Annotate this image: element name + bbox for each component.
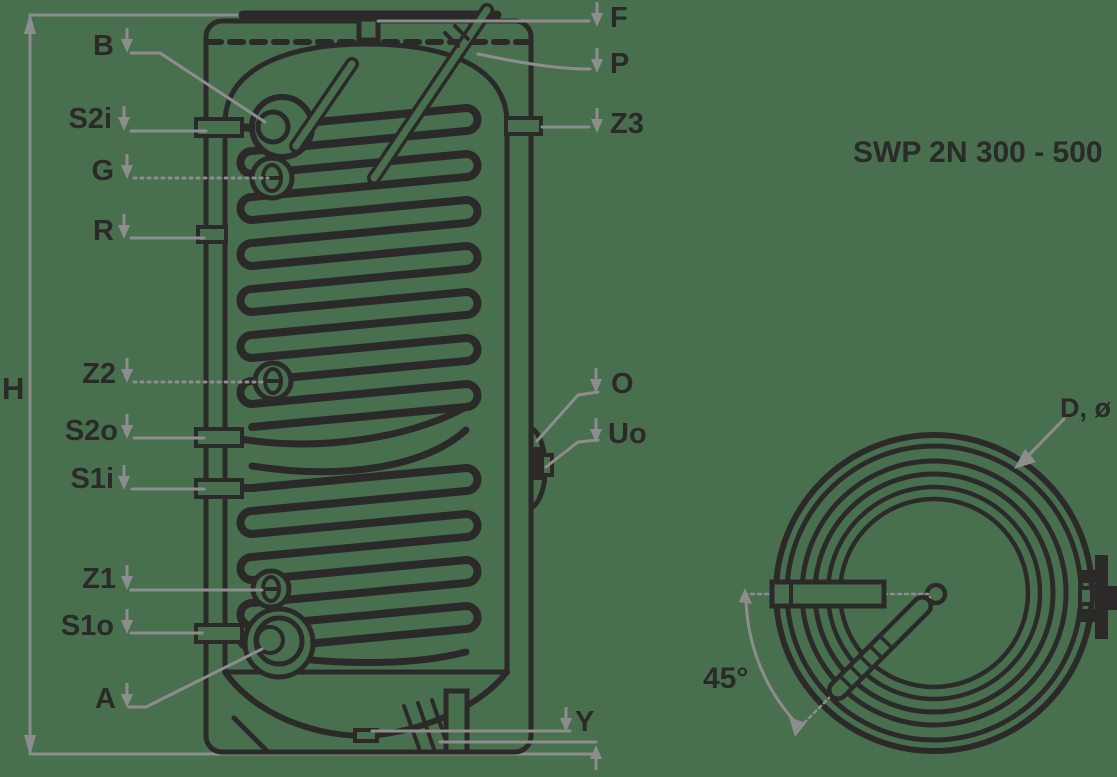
down-arrow-icon [119, 152, 135, 181]
down-arrow-icon [119, 563, 135, 592]
down-arrow-icon [119, 607, 135, 636]
port-label-z3: Z3 [610, 108, 644, 140]
right-fitting-top-view [1078, 555, 1117, 639]
down-arrow-icon [116, 463, 132, 492]
flange-b [249, 57, 359, 160]
diameter-dimension: D, ø [1014, 393, 1112, 469]
port-label-f: F [610, 2, 628, 34]
down-arrow-icon [588, 366, 604, 395]
down-arrow-icon [116, 212, 132, 241]
down-arrow-icon [589, 0, 605, 29]
front-view: B S2i G R Z2 S2o S1i Z1 S1o A F P Z3 O U… [2, 0, 647, 772]
inner-tank [222, 41, 510, 739]
top-port-f [356, 16, 381, 43]
port-labels-right: F P Z3 O Uo Y [575, 2, 647, 738]
port-label-b: B [93, 30, 114, 62]
port-labels-left: B S2i G R Z2 S2o S1i Z1 S1o A [61, 30, 118, 715]
down-arrow-icon [558, 705, 574, 734]
port-label-s1i: S1i [70, 463, 114, 495]
sensor-well-g [249, 155, 295, 201]
dim-label-h: H [2, 371, 24, 406]
down-arrow-icon [119, 26, 135, 55]
port-label-o: O [611, 368, 634, 400]
leader-lines [127, 19, 600, 744]
angle-label: 45° [703, 662, 748, 695]
sensor-pipe-p [367, 3, 494, 185]
down-arrow-icon [119, 356, 135, 385]
port-label-uo: Uo [608, 418, 647, 450]
inspection-flange [528, 423, 554, 513]
port-label-s1o: S1o [61, 610, 114, 642]
down-arrow-icon [119, 681, 135, 710]
stub-r [196, 225, 228, 244]
port-label-p: P [610, 48, 629, 80]
down-arrow-icon [589, 46, 605, 75]
page-title: SWP 2N 300 - 500 [853, 136, 1103, 169]
port-label-s2o: S2o [65, 415, 118, 447]
port-label-z2: Z2 [82, 358, 116, 390]
port-label-y: Y [575, 706, 594, 738]
stub-s2i [194, 117, 244, 138]
dim-arrow-up [24, 13, 36, 34]
port-label-a: A [95, 683, 116, 715]
leg-bracket [443, 688, 470, 755]
port-label-s2i: S2i [68, 103, 112, 135]
flange-a [242, 606, 316, 680]
diameter-label: D, ø [1060, 393, 1112, 423]
port-label-r: R [93, 215, 114, 247]
stub-z3 [504, 116, 543, 136]
down-arrow-icon [116, 104, 132, 133]
port-label-g: G [91, 155, 114, 187]
dim-arrow-bottom-right [588, 743, 604, 772]
dim-arrow-down [24, 735, 36, 756]
top-view: D, ø 45° [703, 393, 1117, 754]
drain-fitting [353, 728, 379, 743]
port-label-z1: Z1 [82, 563, 116, 595]
down-arrow-icon [589, 106, 605, 135]
legs-and-drain [231, 688, 470, 755]
down-arrow-icon [119, 412, 135, 441]
side-pipe-top-view [769, 579, 887, 609]
diagonal-pipe-top-view [827, 595, 933, 701]
